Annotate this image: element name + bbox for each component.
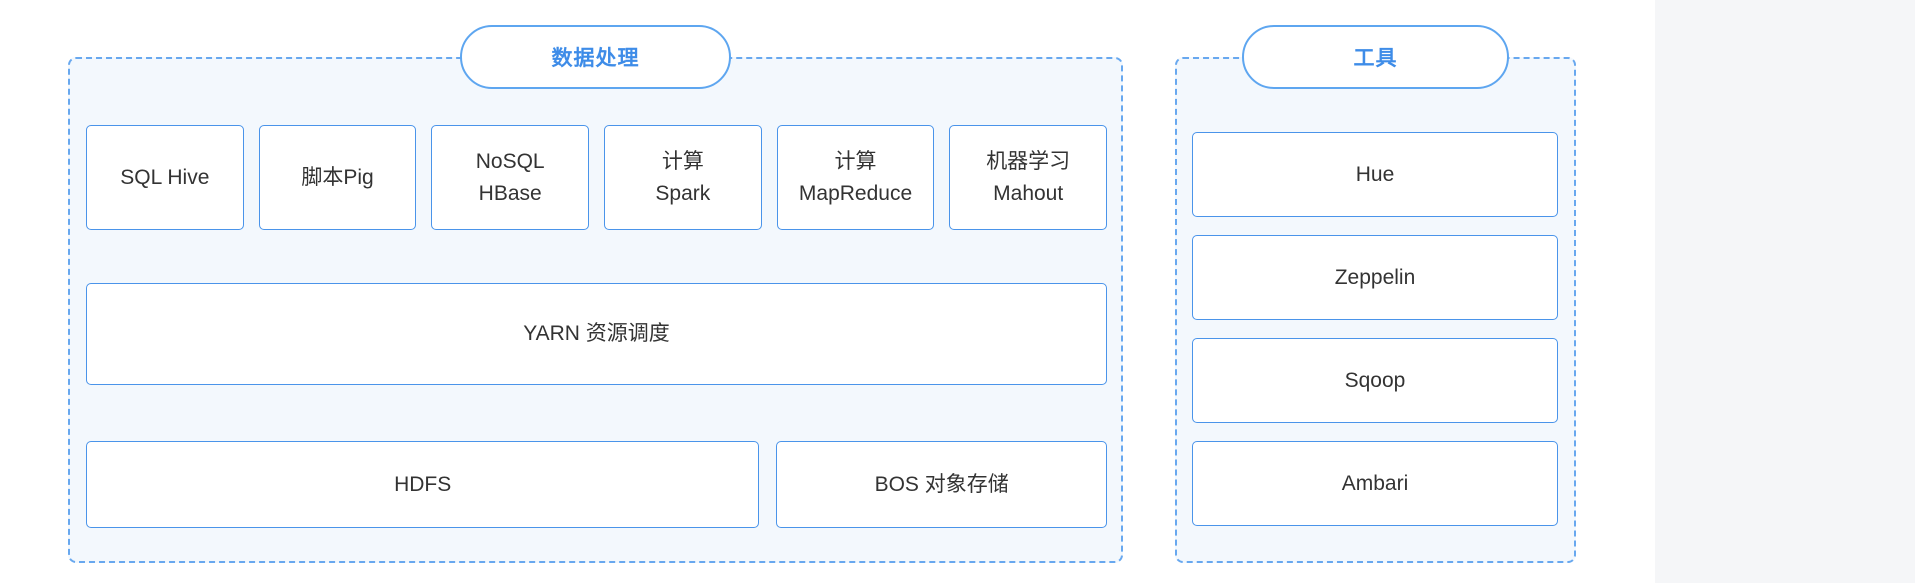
right-background-strip [1655, 0, 1915, 583]
box-ambari: Ambari [1192, 441, 1558, 526]
box-hue: Hue [1192, 132, 1558, 217]
tools-column: Hue Zeppelin Sqoop Ambari [1192, 132, 1558, 526]
group-tools: 工具 Hue Zeppelin Sqoop Ambari [1175, 25, 1576, 563]
box-zeppelin: Zeppelin [1192, 235, 1558, 320]
data-processing-top-row: SQL Hive 脚本Pig NoSQL HBase 计算 Spark 计算 M… [86, 125, 1108, 230]
group-data-processing-label: 数据处理 [551, 47, 640, 70]
box-yarn: YARN 资源调度 [86, 283, 1107, 385]
group-data-processing: 数据处理 SQL Hive 脚本Pig NoSQL HBase 计算 Spark… [68, 25, 1123, 563]
data-processing-bottom-row: HDFS BOS 对象存储 [86, 441, 1107, 528]
box-hbase: NoSQL HBase [431, 125, 590, 230]
box-bos: BOS 对象存储 [776, 441, 1107, 528]
box-pig: 脚本Pig [258, 125, 417, 230]
box-mahout: 机器学习 Mahout [949, 125, 1108, 230]
box-mapreduce: 计算 MapReduce [776, 125, 935, 230]
box-sqoop: Sqoop [1192, 338, 1558, 423]
group-tools-label: 工具 [1353, 47, 1398, 70]
box-spark: 计算 Spark [604, 125, 762, 230]
box-hdfs: HDFS [86, 441, 760, 528]
group-tools-label-pill: 工具 [1242, 25, 1509, 89]
group-data-processing-label-pill: 数据处理 [460, 25, 731, 89]
box-sql-hive: SQL Hive [86, 125, 244, 230]
